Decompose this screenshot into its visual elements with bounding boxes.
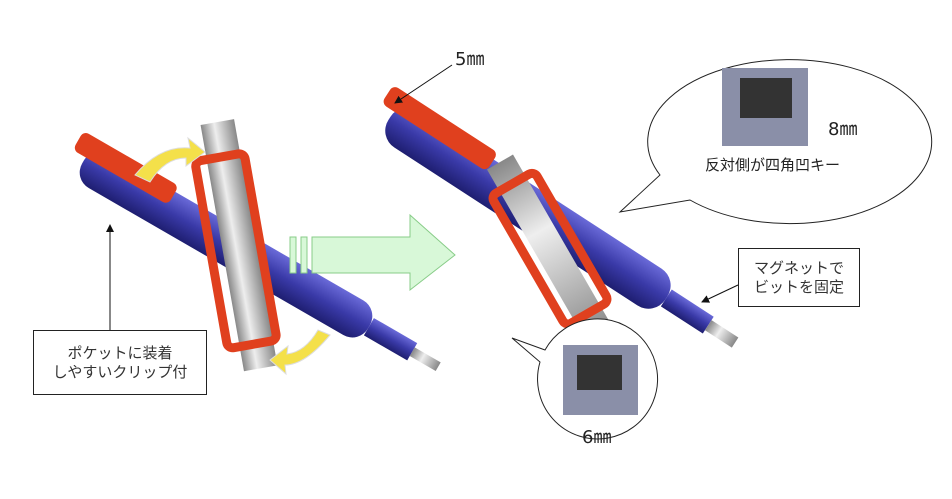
rotate-arrow-bottom-icon bbox=[269, 329, 331, 376]
bit bbox=[409, 347, 441, 372]
transform-arrow-icon bbox=[289, 213, 456, 292]
label-5mm: 5㎜ bbox=[455, 49, 485, 70]
clip bbox=[383, 87, 496, 170]
label-opposite-side: 反対側が四角凹キー bbox=[705, 156, 841, 174]
magnet-line-1: マグネットで bbox=[753, 258, 844, 277]
bit bbox=[704, 320, 739, 348]
magnet-callout: マグネットで ビットを固定 bbox=[738, 248, 860, 307]
square-socket-8mm bbox=[740, 78, 792, 118]
rotate-arrow-top-icon bbox=[134, 136, 206, 183]
magnet-line-2: ビットを固定 bbox=[753, 277, 844, 296]
square-socket-6mm bbox=[577, 355, 622, 390]
pointer-magnet bbox=[701, 284, 739, 303]
label-8mm: 8㎜ bbox=[828, 119, 858, 140]
left-cross-key bbox=[191, 119, 281, 372]
label-6mm: 6㎜ bbox=[582, 427, 612, 448]
clip-line-2: しやすいクリップ付 bbox=[52, 362, 188, 381]
right-cross-key bbox=[487, 154, 613, 343]
pointer-5mm bbox=[394, 64, 453, 104]
clip bbox=[74, 133, 177, 203]
clip-line-1: ポケットに装着 bbox=[67, 343, 173, 362]
clip-callout: ポケットに装着 しやすいクリップ付 bbox=[33, 330, 207, 395]
